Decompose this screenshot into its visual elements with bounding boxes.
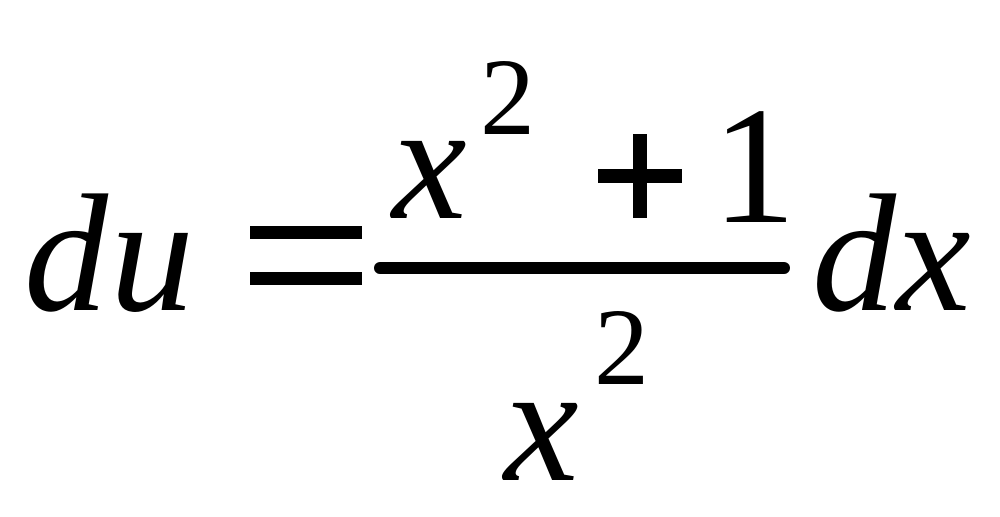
numerator-exponent: 2 <box>480 36 535 158</box>
plus-sign <box>598 134 682 218</box>
lhs-du: du <box>24 161 196 347</box>
numerator-constant: 1 <box>712 73 796 259</box>
equals-bottom-bar <box>250 272 362 285</box>
plus-vertical <box>633 134 647 218</box>
equals-top-bar <box>250 226 362 239</box>
numerator-base: x <box>392 69 467 255</box>
fraction-bar <box>374 262 790 274</box>
denominator-base: x <box>504 331 579 517</box>
equals-sign <box>250 208 362 290</box>
rhs-dx: dx <box>812 161 971 347</box>
denominator-exponent: 2 <box>594 286 649 408</box>
equation: du x 2 1 x 2 dx <box>24 36 971 508</box>
denominator: x 2 <box>504 292 704 508</box>
numerator: x 2 1 <box>392 36 796 250</box>
